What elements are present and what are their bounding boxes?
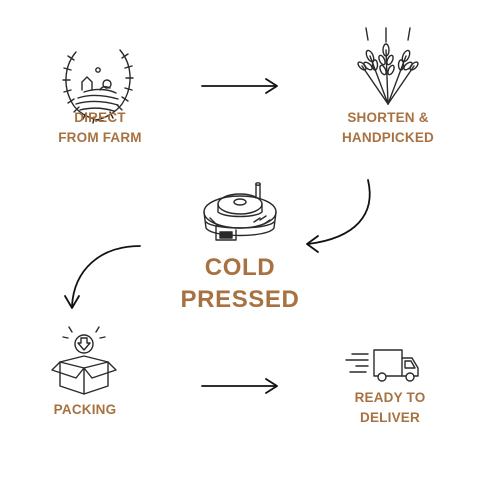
step-label-line: DIRECT — [74, 110, 126, 125]
step-label-direct-from-farm: DIRECT FROM FARM — [40, 108, 160, 147]
step-label-cold-pressed: COLD PRESSED — [170, 252, 310, 317]
step-label-line: COLD — [204, 254, 276, 281]
step-label-line: HANDPICKED — [341, 129, 434, 145]
stone-mill-icon — [203, 182, 277, 241]
farm-wreath-icon — [62, 49, 134, 124]
arrow-farm-to-harvest — [201, 78, 278, 94]
step-label-shorten-handpicked: SHORTEN & HANDPICKED — [322, 108, 454, 147]
arrow-harvest-to-press — [306, 179, 371, 253]
step-label-line: PRESSED — [180, 286, 300, 314]
step-label-line: READY TO — [354, 390, 426, 405]
arrow-packing-to-deliver — [201, 378, 278, 394]
step-label-line: FROM FARM — [58, 129, 142, 145]
box-icon — [51, 326, 117, 395]
delivery-truck-icon — [345, 349, 419, 382]
step-label-line: SHORTEN & — [347, 110, 429, 125]
step-label-ready-to-deliver: READY TO DELIVER — [330, 388, 450, 427]
arrow-press-to-packing — [64, 245, 141, 309]
step-label-line: DELIVER — [360, 409, 420, 425]
wheat-icon — [357, 27, 419, 105]
step-label-line: PACKING — [53, 402, 117, 417]
step-label-packing: PACKING — [30, 400, 140, 420]
